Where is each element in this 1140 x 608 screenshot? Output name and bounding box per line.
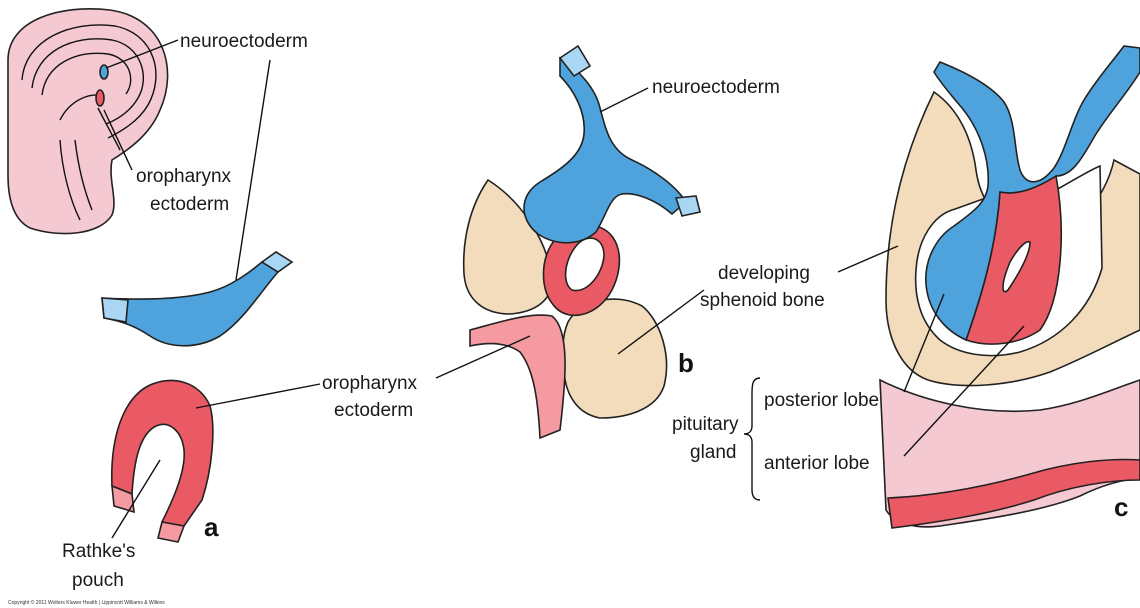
panel-label-b: b bbox=[678, 348, 694, 378]
label-anterior-lobe: anterior lobe bbox=[764, 453, 870, 474]
label-oropharynx-a-2: ectoderm bbox=[150, 194, 229, 215]
panel-label-a: a bbox=[204, 512, 219, 542]
label-pituitary: pituitary bbox=[672, 414, 739, 435]
embryo-inset bbox=[8, 9, 168, 234]
label-sphenoid-bone: sphenoid bone bbox=[700, 290, 825, 311]
label-oropharynx-mid-2: ectoderm bbox=[334, 400, 413, 421]
rathke-pouch-a bbox=[112, 380, 213, 542]
panel-c-illustration bbox=[880, 46, 1140, 528]
neuroectoderm-strip-a bbox=[102, 252, 292, 346]
copyright-notice: Copyright © 2011 Wolters Kluwer Health |… bbox=[8, 599, 165, 606]
label-neuroectoderm-a: neuroectoderm bbox=[180, 31, 308, 52]
label-oropharynx-mid-1: oropharynx bbox=[322, 373, 418, 394]
label-gland: gland bbox=[690, 442, 737, 463]
label-oropharynx-a-1: oropharynx bbox=[136, 166, 232, 187]
label-pouch: pouch bbox=[72, 570, 124, 591]
label-posterior-lobe: posterior lobe bbox=[764, 390, 879, 411]
label-rathke: Rathke's bbox=[62, 541, 135, 562]
panel-b-illustration bbox=[464, 46, 700, 438]
panel-label-c: c bbox=[1114, 492, 1128, 522]
label-developing: developing bbox=[718, 263, 810, 284]
label-neuroectoderm-b: neuroectoderm bbox=[652, 77, 780, 98]
